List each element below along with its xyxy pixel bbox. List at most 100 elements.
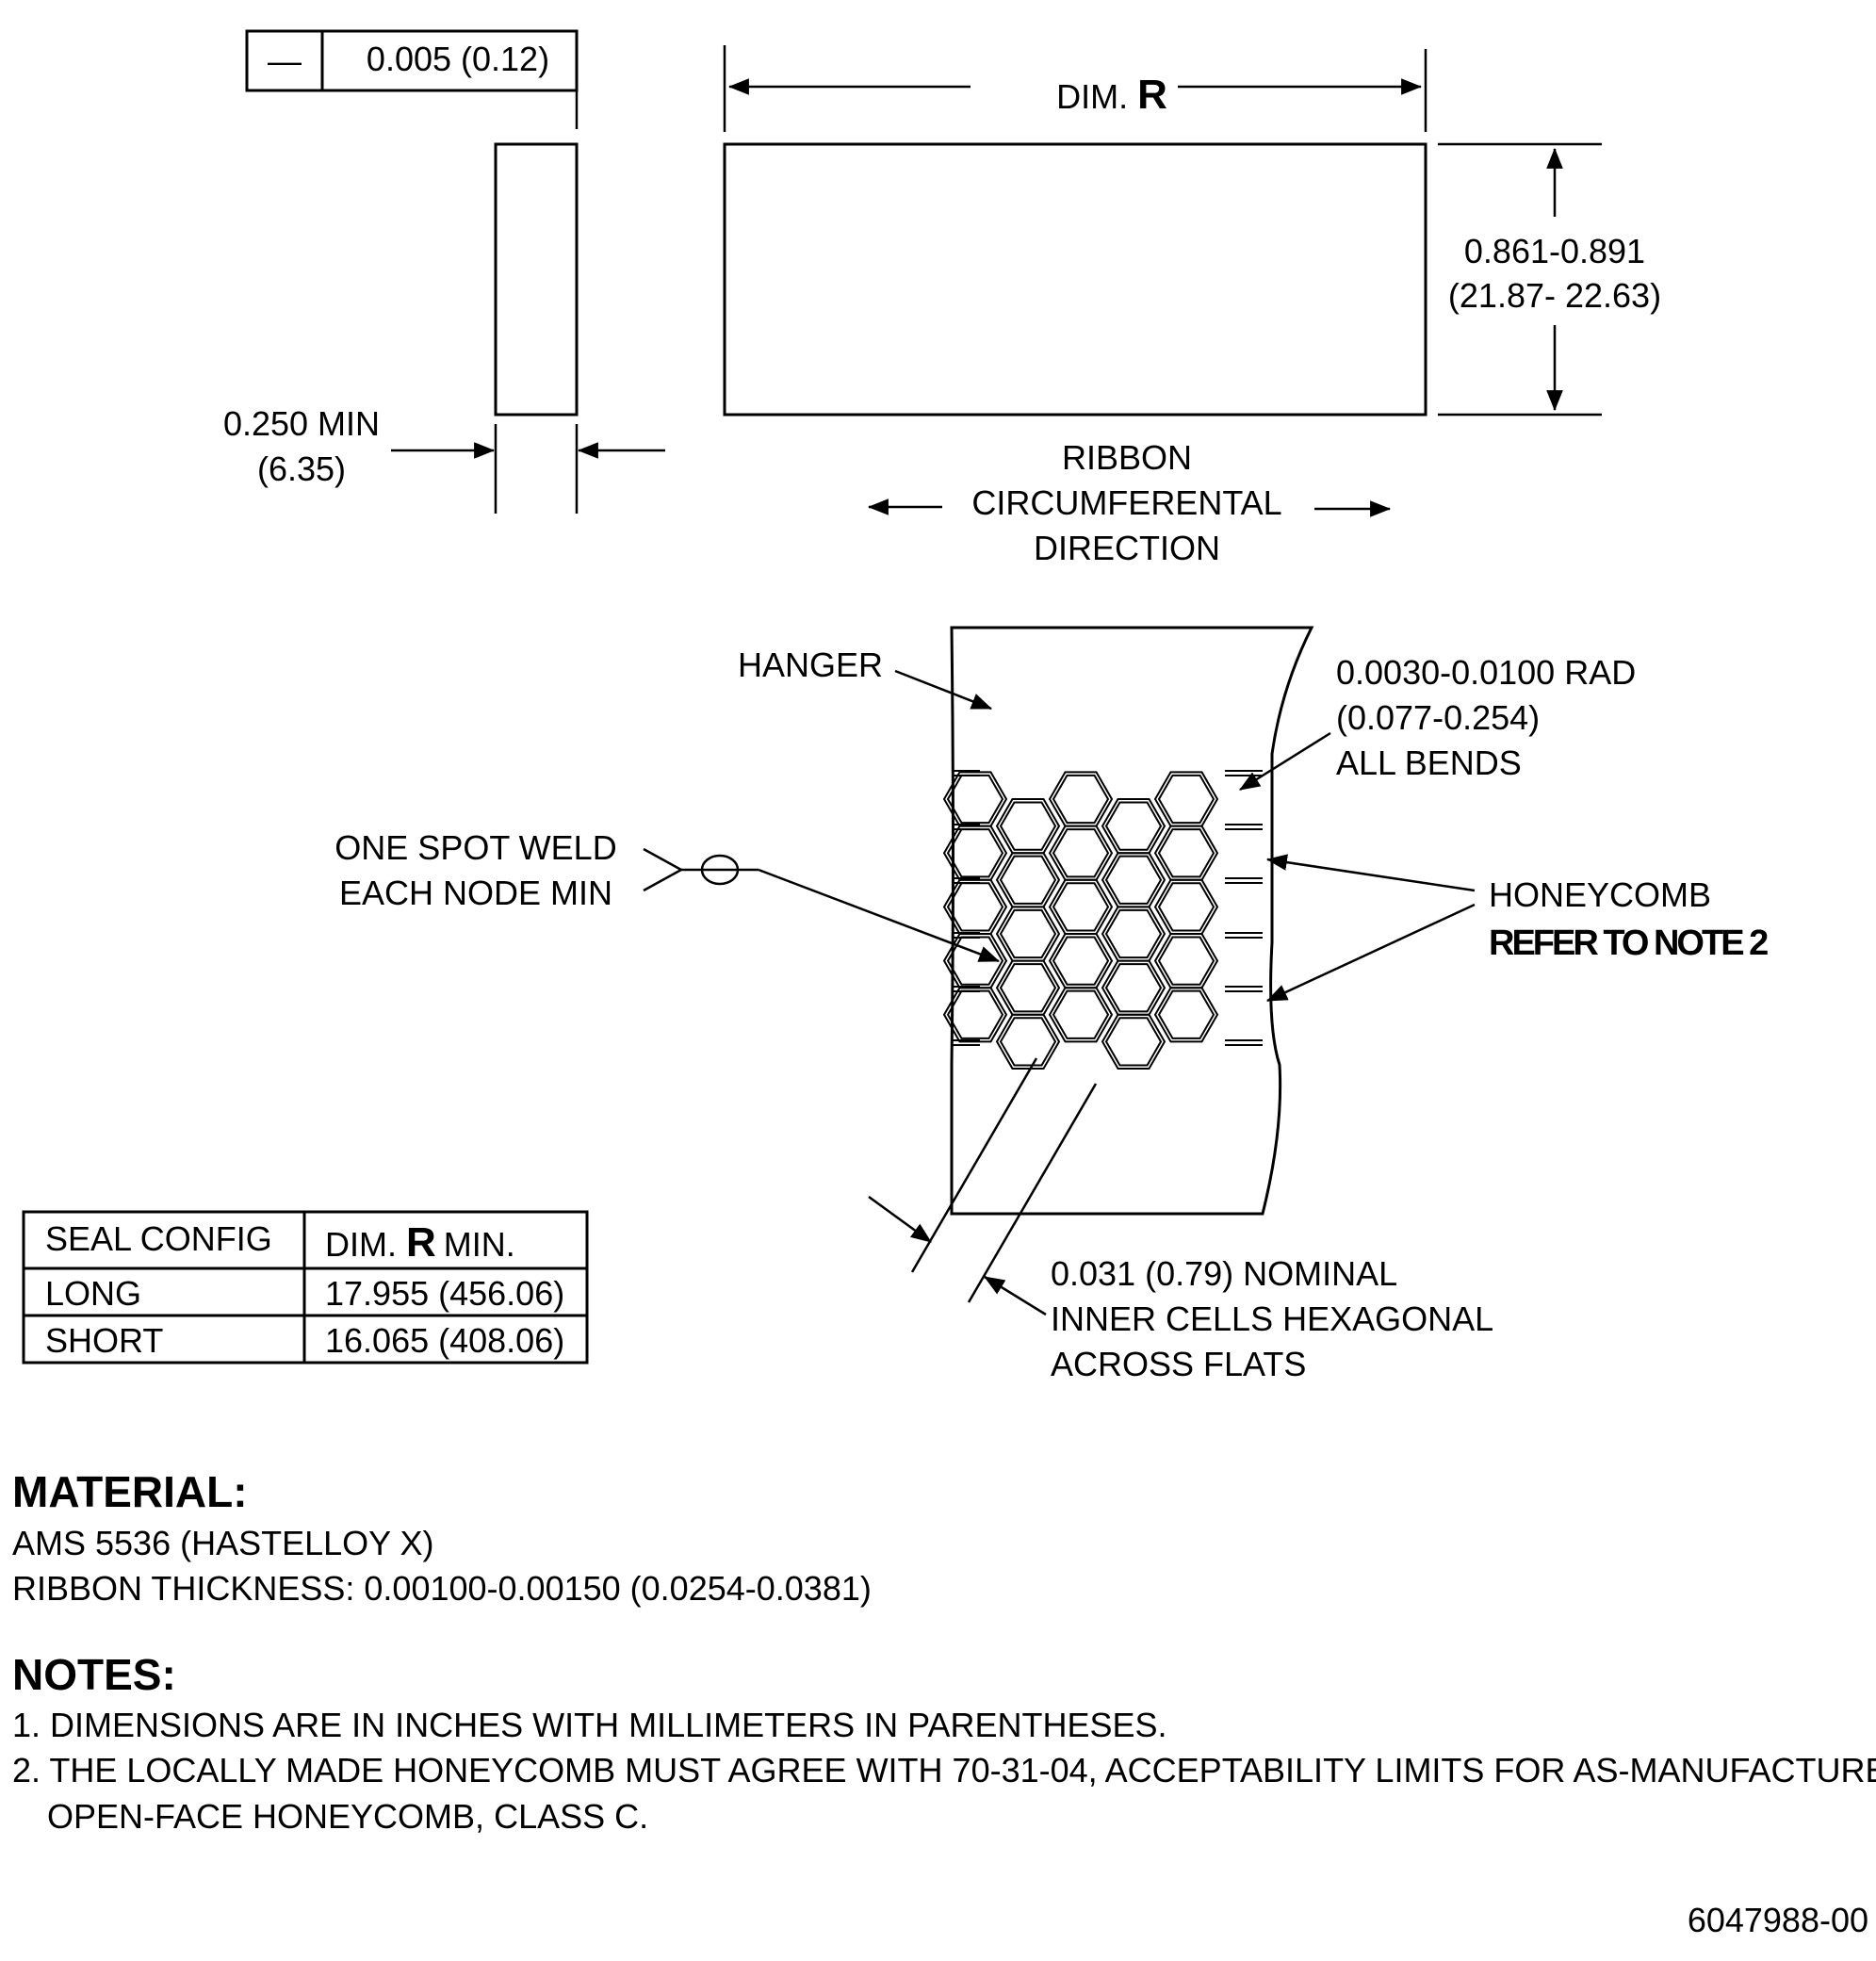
weld-symbol-circle xyxy=(700,854,740,886)
honeycomb-cell xyxy=(995,906,1061,962)
honeycomb-cell xyxy=(1157,882,1215,932)
flatness-value: 0.005 (0.12) xyxy=(367,40,549,78)
honeycomb-leader-upper xyxy=(1265,854,1476,892)
honeycomb-detail: HANGER 0.0030-0.0100 RAD (0.077-0.254) A… xyxy=(334,626,1770,1383)
dim-r-label: DIM.R xyxy=(1056,72,1167,118)
honeycomb-label: HONEYCOMB xyxy=(1489,875,1711,914)
height-dim-label-mm: (21.87- 22.63) xyxy=(1448,276,1661,315)
honeycomb-cell xyxy=(1104,908,1163,959)
ribbon-label-2: CIRCUMFERENTAL xyxy=(971,483,1281,522)
table-row-config: SHORT xyxy=(45,1321,163,1360)
ribbon-label: RIBBON xyxy=(1062,438,1192,477)
front-view: DIM.R 0.861-0.891 (21.87- 22.63) RIBBON … xyxy=(723,45,1661,567)
note-2-continued: OPEN-FACE HONEYCOMB, CLASS C. xyxy=(47,1797,648,1836)
honeycomb-cell xyxy=(1153,933,1219,989)
flatness-frame xyxy=(245,29,579,92)
table-row-config: LONG xyxy=(45,1274,141,1313)
honeycomb-cell xyxy=(1052,774,1110,825)
table-header-config: SEAL CONFIG xyxy=(45,1219,272,1258)
honeycomb-leader-lower xyxy=(1266,903,1476,1003)
honeycomb-cell xyxy=(1157,936,1215,986)
honeycomb-cell xyxy=(999,963,1057,1013)
notes-heading: NOTES: xyxy=(12,1650,176,1699)
honeycomb-cell xyxy=(1052,989,1110,1039)
honeycomb-cell xyxy=(1104,801,1163,851)
radius-leader xyxy=(1239,731,1331,792)
honeycomb-cell xyxy=(1153,878,1219,935)
honeycomb-cell xyxy=(1157,774,1215,825)
honeycomb-cell xyxy=(946,989,1004,1039)
honeycomb-cell xyxy=(946,774,1004,825)
material-heading: MATERIAL: xyxy=(12,1467,248,1516)
flatness-symbol: — xyxy=(268,41,302,80)
cell-size-label-2: INNER CELLS HEXAGONAL xyxy=(1051,1299,1493,1338)
honeycomb-cell xyxy=(1153,771,1219,827)
spot-weld-label: ONE SPOT WELD xyxy=(334,828,616,867)
cell-size-label: 0.031 (0.79) NOMINAL xyxy=(1051,1254,1397,1293)
spot-weld-label-2: EACH NODE MIN xyxy=(339,874,612,912)
radius-label-bends: ALL BENDS xyxy=(1336,744,1522,782)
front-view-rect xyxy=(723,142,1427,417)
table-row-dim: 17.955 (456.06) xyxy=(325,1274,564,1313)
honeycomb-cell xyxy=(1101,798,1166,855)
thickness-label-mm: (6.35) xyxy=(257,449,346,488)
radius-label: 0.0030-0.0100 RAD xyxy=(1336,653,1636,692)
honeycomb-cell xyxy=(1104,1017,1163,1067)
note-1: 1. DIMENSIONS ARE IN INCHES WITH MILLIME… xyxy=(12,1706,1167,1744)
honeycomb-cells xyxy=(942,770,1263,1070)
honeycomb-cell xyxy=(995,852,1061,908)
honeycomb-note-ref: REFER TO NOTE 2 xyxy=(1489,923,1768,963)
spot-weld-leader xyxy=(758,868,1001,963)
cell-dim-ext-2 xyxy=(967,1083,1098,1303)
honeycomb-cell xyxy=(1157,828,1215,878)
honeycomb-cell xyxy=(999,855,1057,905)
hanger-leader xyxy=(894,669,993,711)
honeycomb-cell xyxy=(1157,989,1215,1039)
honeycomb-cell xyxy=(1101,852,1166,908)
cell-dim-arrow-1 xyxy=(868,1195,932,1244)
hanger-label: HANGER xyxy=(738,645,883,684)
cell-size-label-3: ACROSS FLATS xyxy=(1051,1345,1306,1383)
hanger-outline xyxy=(950,626,1314,1216)
honeycomb-cell xyxy=(1153,825,1219,881)
honeycomb-cell xyxy=(1101,959,1166,1016)
honeycomb-cell xyxy=(999,1017,1057,1067)
honeycomb-cell xyxy=(1104,855,1163,905)
honeycomb-cell xyxy=(942,987,1008,1043)
weld-symbol-tail xyxy=(643,847,684,892)
cell-dim-arrow-2 xyxy=(984,1275,1047,1316)
honeycomb-cell xyxy=(946,882,1004,932)
side-view: — 0.005 (0.12) 0.250 MIN (6.35) xyxy=(223,29,665,514)
material-line: AMS 5536 (HASTELLOY X) xyxy=(12,1524,434,1562)
honeycomb-cell xyxy=(1101,1013,1166,1070)
side-view-rect xyxy=(494,142,579,417)
note-2: 2. THE LOCALLY MADE HONEYCOMB MUST AGREE… xyxy=(12,1751,1876,1789)
honeycomb-cell xyxy=(1101,906,1166,962)
ribbon-thickness-line: RIBBON THICKNESS: 0.00100-0.00150 (0.025… xyxy=(12,1569,872,1608)
ribbon-label-3: DIRECTION xyxy=(1034,529,1220,567)
honeycomb-cell xyxy=(1052,936,1110,986)
drawing-number: 6047988-00 xyxy=(1688,1901,1868,1939)
honeycomb-cell xyxy=(1052,882,1110,932)
honeycomb-cell xyxy=(999,908,1057,959)
honeycomb-cell xyxy=(1048,933,1114,989)
honeycomb-cell xyxy=(995,1013,1061,1070)
honeycomb-cell xyxy=(995,959,1061,1016)
honeycomb-cell xyxy=(946,828,1004,878)
honeycomb-cell xyxy=(1048,771,1114,827)
honeycomb-cell xyxy=(999,801,1057,851)
material-section: MATERIAL: AMS 5536 (HASTELLOY X) RIBBON … xyxy=(12,1467,872,1608)
radius-label-mm: (0.077-0.254) xyxy=(1336,698,1540,737)
cell-dim-ext-1 xyxy=(910,1057,1038,1273)
honeycomb-cell xyxy=(1048,878,1114,935)
honeycomb-cell xyxy=(1153,987,1219,1043)
table-row-dim: 16.065 (408.06) xyxy=(325,1321,564,1360)
notes-section: NOTES: 1. DIMENSIONS ARE IN INCHES WITH … xyxy=(12,1650,1876,1836)
height-dim-label: 0.861-0.891 xyxy=(1464,232,1645,270)
thickness-label: 0.250 MIN xyxy=(223,404,380,443)
honeycomb-cell xyxy=(1104,963,1163,1013)
honeycomb-cell xyxy=(1048,987,1114,1043)
